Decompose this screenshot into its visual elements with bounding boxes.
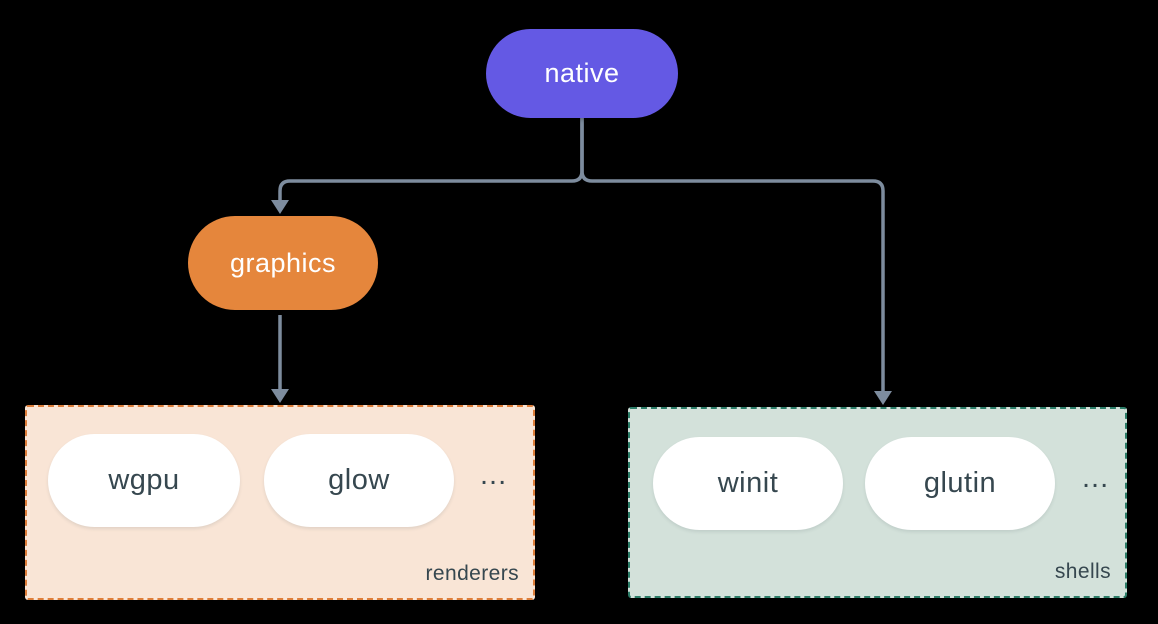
node-graphics-label: graphics bbox=[229, 247, 337, 278]
shells-ellipsis: ... bbox=[1082, 462, 1110, 494]
node-glutin-label: glutin bbox=[923, 467, 997, 499]
arrowhead-renderers bbox=[271, 389, 289, 403]
node-glow-label: glow bbox=[328, 464, 390, 496]
node-graphics: graphics bbox=[188, 216, 378, 310]
arrowhead-graphics bbox=[271, 200, 289, 214]
group-renderers: wgpu glow ... renderers bbox=[25, 405, 535, 600]
arrowhead-shells bbox=[874, 391, 892, 405]
edge-native-to-graphics bbox=[278, 118, 584, 201]
node-wgpu: wgpu bbox=[48, 434, 240, 527]
node-glutin: glutin bbox=[865, 437, 1055, 530]
group-shells-label: shells bbox=[1054, 560, 1111, 583]
node-native-label: native bbox=[544, 58, 620, 88]
edge-native-to-shells bbox=[580, 118, 885, 392]
group-shells: winit glutin ... shells bbox=[628, 407, 1127, 598]
group-renderers-label: renderers bbox=[425, 562, 519, 585]
node-glow: glow bbox=[264, 434, 454, 527]
node-native: native bbox=[486, 29, 678, 118]
node-wgpu-label: wgpu bbox=[108, 464, 180, 496]
renderers-ellipsis: ... bbox=[480, 459, 508, 491]
node-winit-label: winit bbox=[717, 467, 779, 499]
node-winit: winit bbox=[653, 437, 843, 530]
